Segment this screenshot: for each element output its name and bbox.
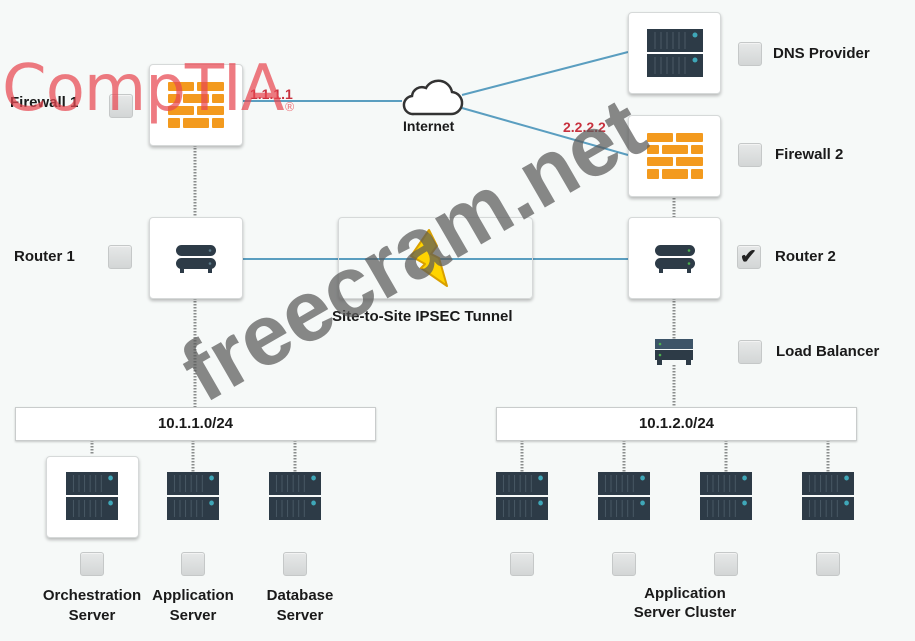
router2-node[interactable]: [628, 217, 721, 299]
link-internet-firewall2: [461, 107, 629, 156]
router-icon: [176, 245, 216, 273]
router1-label: Router 1: [14, 248, 75, 265]
dns-node[interactable]: [628, 12, 721, 94]
server-icon: [167, 472, 219, 525]
router2-checkbox[interactable]: ✔: [737, 245, 761, 269]
load-balancer-label: Load Balancer: [776, 343, 880, 360]
firewall2-ip: 2.2.2.2: [563, 119, 606, 135]
cluster-server-icon: [496, 472, 548, 525]
cluster-server-icon: [598, 472, 650, 525]
dns-label: DNS Provider: [773, 45, 870, 62]
firewall1-node[interactable]: [149, 64, 243, 146]
cluster-server-checkbox[interactable]: [714, 552, 738, 576]
subnet-right: 10.1.2.0/24: [496, 407, 857, 441]
cluster-server-icon: [802, 472, 854, 525]
cluster-server-checkbox[interactable]: [510, 552, 534, 576]
firewall-icon: [168, 82, 224, 128]
load-balancer-icon[interactable]: [655, 339, 693, 365]
server-checkbox[interactable]: [283, 552, 307, 576]
subnet-left: 10.1.1.0/24: [15, 407, 376, 441]
server-icon: [647, 29, 703, 77]
server-icon: [66, 472, 118, 525]
internet-label: Internet: [403, 118, 455, 134]
server-checkbox[interactable]: [181, 552, 205, 576]
cloud-icon: [402, 79, 464, 116]
router2-label: Router 2: [775, 248, 836, 265]
server-checkbox[interactable]: [80, 552, 104, 576]
firewall2-node[interactable]: [628, 115, 721, 197]
firewall1-ip: 1.1.1.1: [250, 86, 293, 102]
cluster-server-icon: [700, 472, 752, 525]
checkmark-icon: ✔: [740, 246, 757, 268]
tunnel-label: Site-to-Site IPSEC Tunnel: [332, 308, 513, 325]
tunnel-node[interactable]: [338, 217, 533, 299]
firewall-icon: [647, 133, 703, 179]
router-icon: [655, 245, 695, 273]
firewall1-checkbox[interactable]: [109, 94, 133, 118]
cluster-server-checkbox[interactable]: [816, 552, 840, 576]
load-balancer-checkbox[interactable]: [738, 340, 762, 364]
firewall2-label: Firewall 2: [775, 146, 844, 163]
router1-node[interactable]: [149, 217, 243, 299]
comptia-watermark: CompTIA®: [2, 52, 296, 126]
server-icon: [269, 472, 321, 525]
link-internet-dns: [461, 51, 629, 96]
dns-checkbox[interactable]: [738, 42, 762, 66]
router1-checkbox[interactable]: [108, 245, 132, 269]
firewall1-label: Firewall 1: [10, 94, 79, 111]
firewall2-checkbox[interactable]: [738, 143, 762, 167]
lightning-icon: [410, 229, 448, 287]
cluster-server-checkbox[interactable]: [612, 552, 636, 576]
